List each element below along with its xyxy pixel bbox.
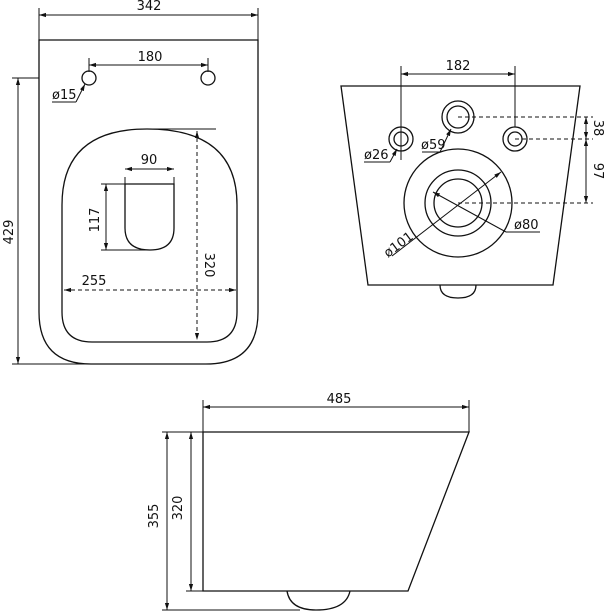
dim-total-height-355: 355 (147, 504, 162, 529)
rear-view-outline (340, 85, 581, 286)
outlet-ring-outer (424, 169, 492, 237)
side-view-outline (202, 431, 470, 592)
bowl-rim-outline (61, 128, 238, 343)
top-view: 342 180 ø15 429 90 117 255 320 (2, 0, 259, 365)
side-view: 485 355 320 (147, 392, 470, 611)
dim-hole-spacing-180: 180 (138, 50, 163, 65)
dim-drain-length-117: 117 (88, 208, 103, 233)
dim-bolt-diameter-26: ø26 (364, 148, 389, 163)
dim-outlet-outer-101: ø101 (381, 229, 416, 261)
mounting-hole-right (200, 70, 216, 86)
dim-hole-diameter-15: ø15 (52, 88, 77, 103)
dim-width-342: 342 (137, 0, 162, 14)
dim-drain-width-90: 90 (141, 153, 158, 168)
dim-bolt-spacing-182: 182 (446, 59, 471, 74)
dim-inlet-height-38: 38 (590, 120, 605, 137)
toilet-top-outline (38, 39, 259, 365)
dim-opening-width-255: 255 (82, 274, 107, 289)
dim-outlet-inner-80: ø80 (514, 218, 539, 233)
outlet-outer-circle (403, 148, 513, 258)
rear-view: 182 38 97 ø26 ø59 ø80 ø101 (340, 59, 605, 299)
dim-body-height-320: 320 (171, 496, 186, 521)
side-foot (286, 590, 351, 611)
dim-length-429: 429 (2, 220, 17, 245)
drain-opening-outline (124, 183, 175, 251)
rear-foot (439, 284, 477, 299)
dim-opening-length-320: 320 (201, 253, 216, 278)
mounting-hole-left (81, 70, 97, 86)
dim-outlet-offset-97: 97 (590, 163, 605, 180)
dim-depth-485: 485 (327, 392, 352, 407)
dim-inlet-diameter-59: ø59 (421, 138, 446, 153)
